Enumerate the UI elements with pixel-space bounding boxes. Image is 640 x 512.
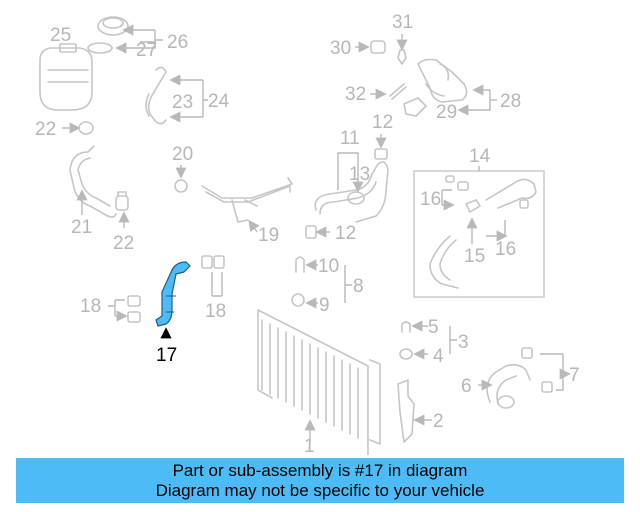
callout-25: 25	[50, 25, 71, 46]
callout-6: 6	[461, 376, 472, 397]
callout-13: 13	[349, 164, 370, 185]
callout-26: 26	[167, 32, 188, 53]
callout-11: 11	[340, 128, 360, 149]
callout-30: 30	[330, 38, 351, 59]
callout-7: 7	[569, 365, 580, 386]
banner-line-1: Part or sub-assembly is #17 in diagram	[172, 460, 468, 480]
callout-19: 19	[258, 225, 279, 246]
callout-22-top: 22	[35, 119, 56, 140]
callout-20: 20	[172, 144, 193, 165]
callout-16-left: 16	[420, 189, 441, 210]
callout-18-left: 18	[80, 296, 101, 317]
callout-32: 32	[345, 84, 366, 105]
callout-28: 28	[500, 91, 521, 112]
coolant-pipe-19	[201, 177, 293, 223]
info-banner: Part or sub-assembly is #17 in diagram D…	[16, 458, 624, 503]
bracket-2	[397, 379, 415, 443]
parts-diagram: 25 27 26 23 24 22 21 22 20 19	[35, 12, 580, 455]
callout-4: 4	[433, 346, 444, 367]
callout-9: 9	[319, 295, 330, 316]
callout-10: 10	[318, 256, 339, 277]
callout-14: 14	[469, 146, 491, 167]
callout-29: 29	[436, 102, 457, 123]
small-hose	[145, 66, 167, 125]
callout-16-right: 16	[495, 239, 516, 260]
lower-hose	[69, 145, 117, 218]
callout-8: 8	[353, 276, 364, 297]
callout-31: 31	[392, 12, 413, 33]
bleed-fittings	[291, 256, 305, 307]
callout-1: 1	[304, 436, 315, 455]
hose-17-highlighted	[155, 261, 191, 327]
hose-6	[486, 347, 553, 409]
expansion-tank	[39, 43, 93, 111]
callout-17: 17	[156, 345, 177, 366]
callout-5: 5	[428, 317, 439, 338]
water-outlet	[389, 58, 468, 117]
callout-23: 23	[172, 92, 193, 113]
callout-27: 27	[136, 40, 157, 61]
callout-22-bottom: 22	[113, 233, 134, 254]
callout-15: 15	[464, 246, 485, 267]
banner-line-2: Diagram may not be specific to your vehi…	[155, 480, 485, 500]
radiator	[257, 309, 381, 455]
hose-box-14	[429, 175, 537, 289]
clamp-22	[115, 191, 129, 211]
callout-12-top: 12	[372, 112, 393, 133]
callout-18-right: 18	[205, 301, 226, 322]
callout-12-bottom: 12	[335, 223, 356, 244]
callout-24: 24	[208, 91, 230, 112]
callout-2: 2	[433, 411, 444, 432]
callout-21: 21	[71, 217, 92, 238]
callout-3: 3	[458, 332, 469, 353]
